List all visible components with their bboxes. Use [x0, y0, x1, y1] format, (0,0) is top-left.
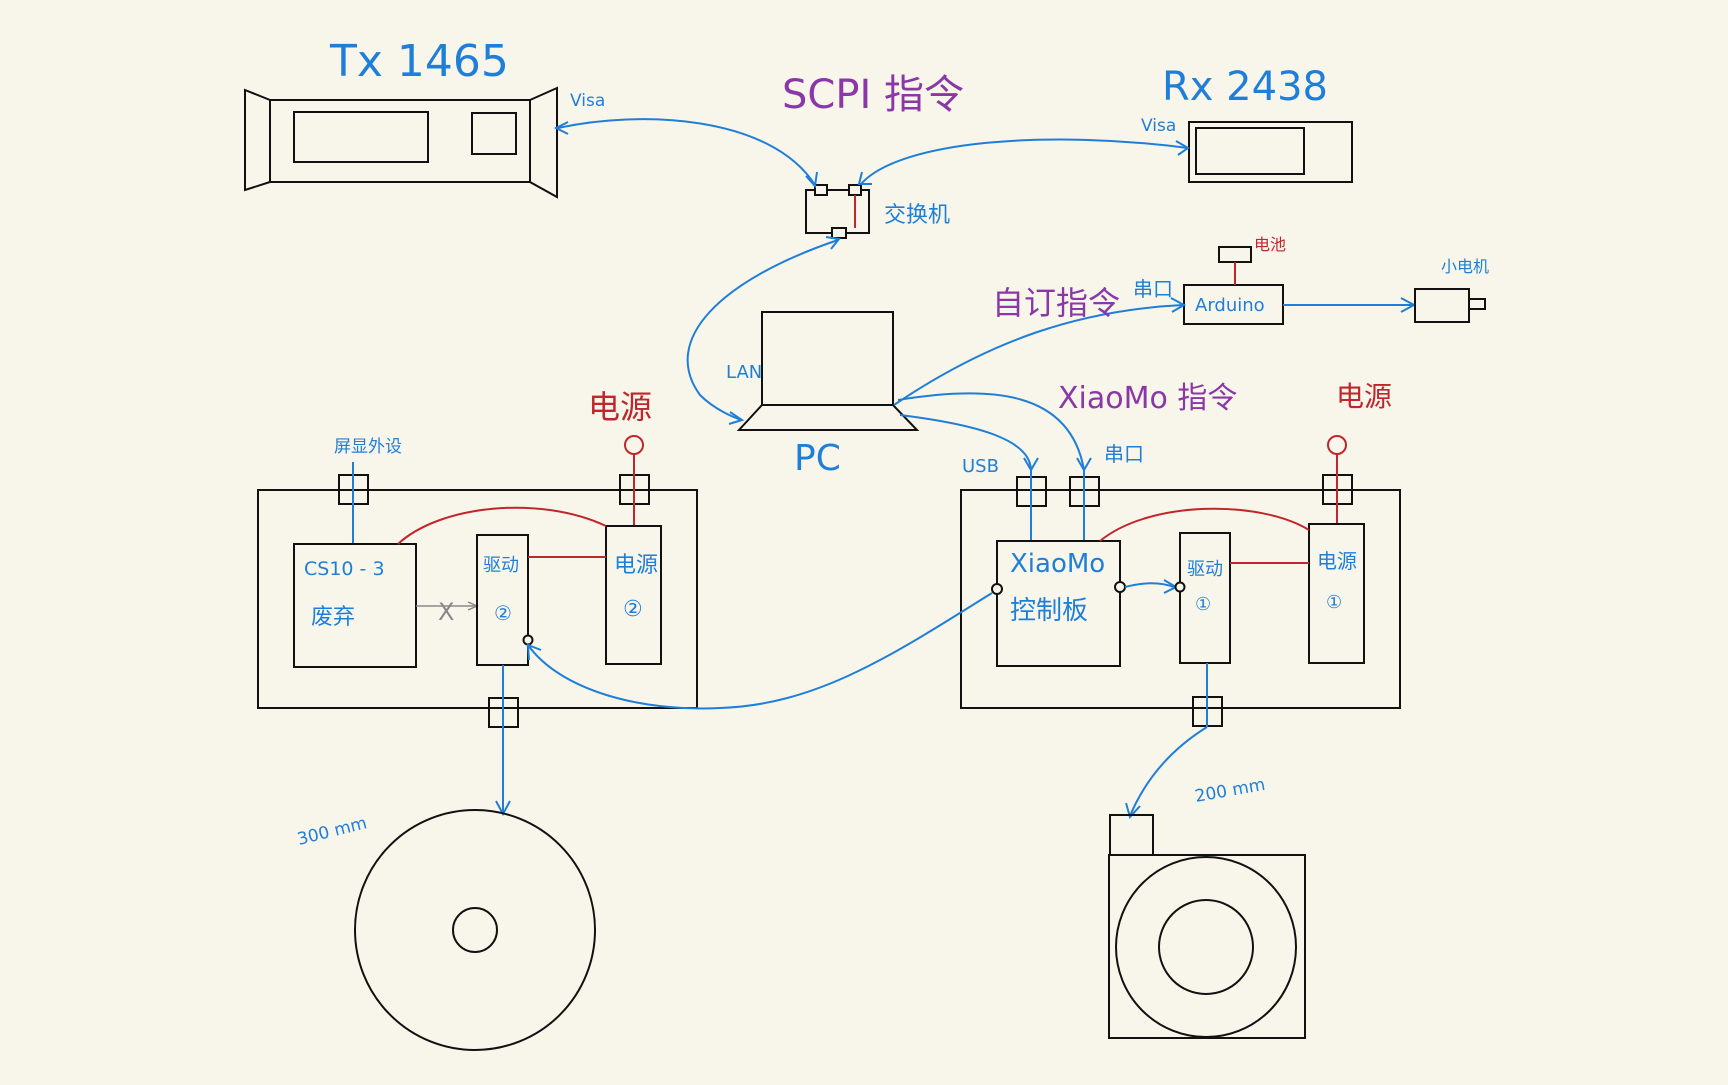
- size-right-label: 200 mm: [1193, 775, 1266, 807]
- battery-box: [1218, 246, 1252, 263]
- usb-label: USB: [962, 456, 999, 477]
- driver-right-label: 驱动: [1187, 559, 1223, 580]
- screen-peripheral-label: 屏显外设: [334, 437, 402, 457]
- serial-xiaomo-label: 串口: [1104, 442, 1144, 466]
- size-left-label: 300 mm: [295, 813, 369, 850]
- driver-left-label: 驱动: [483, 555, 519, 576]
- battery-label: 电池: [1254, 235, 1286, 254]
- arduino-chain: Arduino 电池 小电机: [1183, 235, 1489, 325]
- switch-label: 交换机: [884, 203, 950, 228]
- left-cabinet: 屏显外设 电源 CS10 - 3 废弃 X 驱动 ② 电源 ②: [257, 388, 698, 817]
- scpi-label: SCPI 指令: [782, 72, 964, 118]
- power-left-label: 电源: [588, 388, 652, 426]
- lan-label: LAN: [726, 362, 762, 383]
- psu-right-label: 电源: [1317, 549, 1357, 573]
- visa-rx-label: Visa: [1141, 116, 1176, 136]
- pc-label: PC: [794, 438, 841, 479]
- xiaomo-board-box: [996, 540, 1121, 667]
- power-terminal-left: [624, 435, 644, 455]
- xiaomo-board-label-1: XiaoMo: [1010, 549, 1105, 579]
- cs-model-label: CS10 - 3: [304, 558, 385, 580]
- psu-left-label: 电源: [614, 553, 658, 578]
- small-motor-box: [1414, 288, 1470, 323]
- small-motor-label: 小电机: [1441, 257, 1489, 276]
- tx-label: Tx 1465: [329, 36, 509, 87]
- driver-left-num: ②: [494, 601, 512, 625]
- rx-label: Rx 2438: [1162, 64, 1328, 110]
- visa-tx-label: Visa: [570, 91, 605, 111]
- tx-panel: [471, 112, 517, 155]
- network-switch: 交换机: [805, 184, 950, 239]
- psu-right-num: ①: [1326, 592, 1342, 613]
- cross-mark: X: [438, 598, 454, 626]
- tx-instrument: Tx 1465: [244, 36, 558, 199]
- xiaomo-cmd-label: XiaoMo 指令: [1058, 381, 1237, 416]
- psu-right-box: [1308, 523, 1365, 664]
- right-cabinet: 电源 XiaoMo 控制板 驱动 ① 电源 ①: [960, 380, 1401, 820]
- driver-right-box: [1179, 532, 1231, 664]
- custom-cmd-label: 自订指令: [992, 284, 1120, 322]
- wheel-300mm: 300 mm: [295, 809, 596, 1051]
- serial-arduino-label: 串口: [1133, 277, 1173, 301]
- pc-laptop: PC: [736, 311, 920, 479]
- psu-left-box: [605, 525, 662, 665]
- power-right-label: 电源: [1336, 380, 1392, 413]
- arduino-label: Arduino: [1195, 295, 1265, 316]
- rx-screen: [1195, 127, 1305, 175]
- power-terminal-right: [1327, 435, 1347, 455]
- psu-left-num: ②: [623, 597, 643, 622]
- rx-instrument: Rx 2438: [1162, 64, 1353, 183]
- motor-200mm: 200 mm: [1108, 775, 1306, 1039]
- driver-right-num: ①: [1195, 594, 1211, 615]
- deprecated-label: 废弃: [311, 605, 355, 630]
- tx-screen: [293, 111, 429, 163]
- xiaomo-board-label-2: 控制板: [1010, 596, 1088, 626]
